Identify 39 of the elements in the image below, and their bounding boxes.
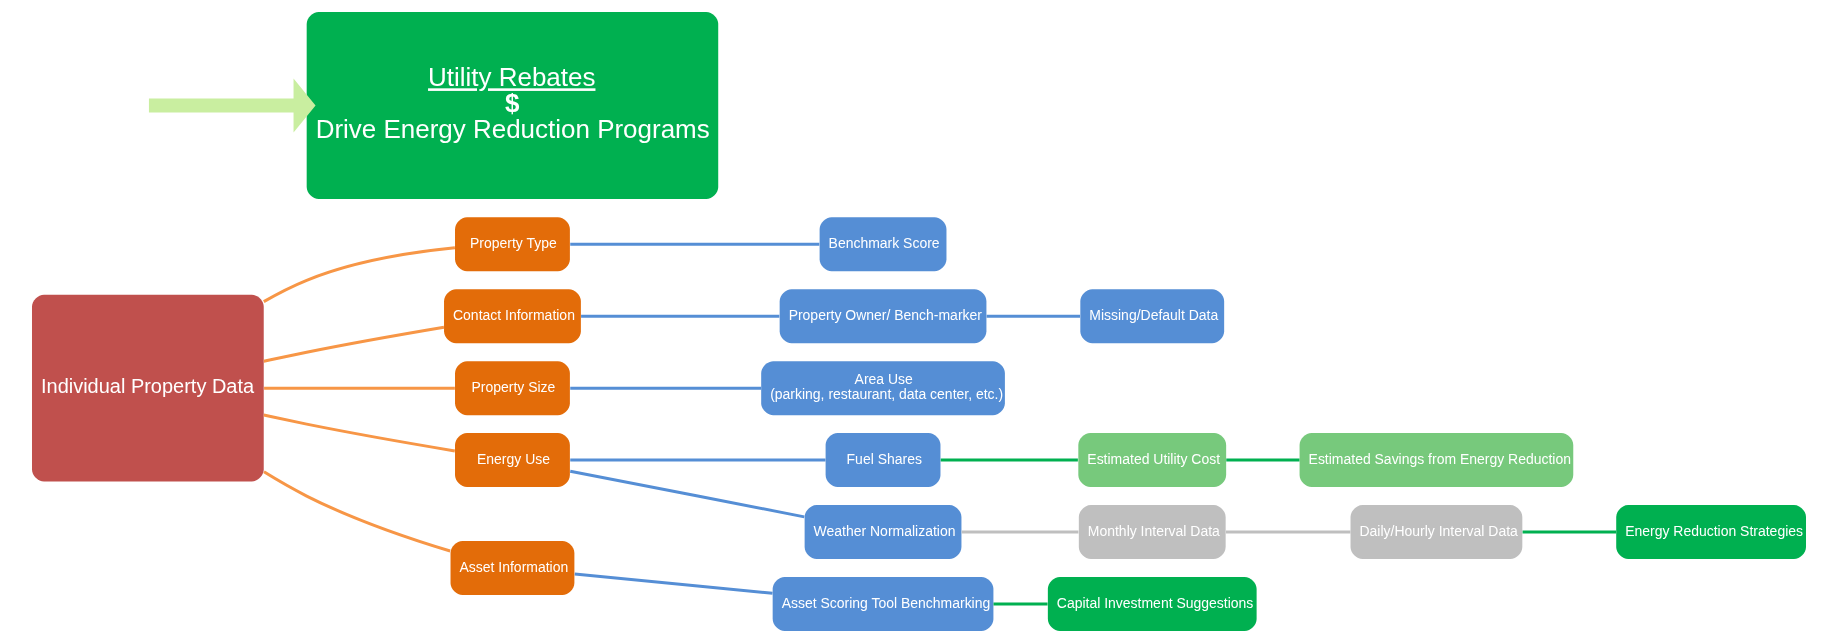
connector (940, 458, 1078, 462)
connector (581, 314, 780, 318)
connector (570, 242, 820, 246)
node-box: Monthly Interval Data (1078, 505, 1226, 559)
connector (569, 469, 805, 519)
node-box: Energy Reduction Strategies (1616, 505, 1806, 559)
node-box: Asset Information (450, 541, 575, 595)
node-box: Daily/Hourly Interval Data (1350, 505, 1523, 559)
node-box: Area Use (parking, restaurant, data center, etc.) (761, 361, 1005, 416)
node-box: Property Type (455, 217, 570, 272)
connector (986, 314, 1081, 318)
node-box: Capital Investment Suggestions (1047, 576, 1257, 631)
node-box: Estimated Utility Cost (1078, 433, 1227, 488)
connector (1522, 530, 1617, 534)
connector (263, 246, 456, 303)
node-box: Contact Information (444, 289, 581, 344)
connector (570, 386, 762, 390)
connector (961, 530, 1079, 534)
connector (263, 470, 451, 553)
node-box: Individual Property Data (32, 294, 264, 482)
node-box: Asset Scoring Tool Benchmarking (772, 576, 994, 631)
node-box: Fuel Shares (825, 433, 941, 488)
connector (574, 572, 773, 595)
connector (264, 386, 455, 390)
connector (993, 602, 1048, 606)
connector (263, 325, 445, 363)
connector (263, 413, 456, 453)
connector (1225, 530, 1351, 534)
node-box: Energy Use (455, 433, 570, 488)
connector (1226, 458, 1300, 462)
node-box: Missing/Default Data (1080, 289, 1225, 344)
node-box: Benchmark Score (819, 217, 947, 272)
node-box: Utility Rebates $ Drive Energy Reduction Programs (306, 12, 719, 199)
node-box: Weather Normalization (804, 505, 962, 559)
node-box: Property Size (455, 361, 570, 416)
node-box: Property Owner/ Bench-marker (779, 289, 987, 344)
connector (570, 458, 826, 462)
node-box: Estimated Savings from Energy Reduction (1299, 433, 1574, 488)
arrow (148, 78, 316, 133)
